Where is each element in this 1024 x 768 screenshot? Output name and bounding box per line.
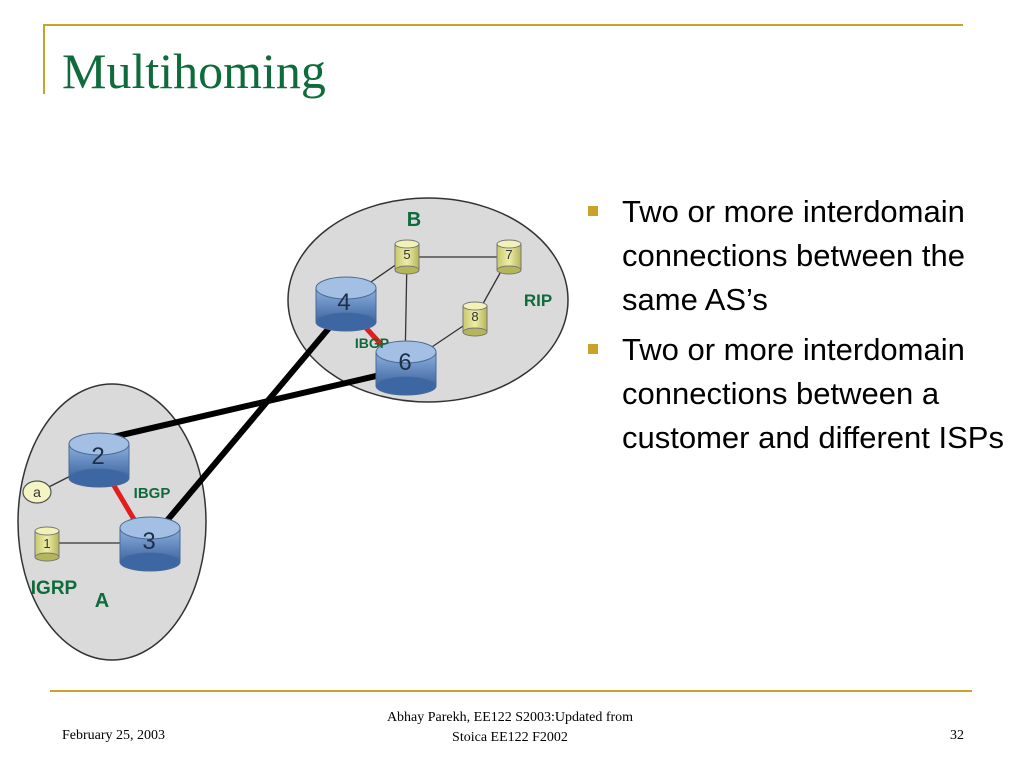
domain-a-ibgp-label: IBGP: [134, 485, 171, 502]
footer-credit-line1: Abhay Parekh, EE122 S2003:Updated from: [386, 710, 634, 725]
footer-credit-line2: Stoica EE122 F2002: [452, 730, 568, 745]
bullet-text: Two or more interdomain connections betw…: [622, 194, 965, 317]
host-a-label: a: [33, 484, 41, 500]
frame-left-rule: [43, 24, 45, 94]
router-2: 2: [68, 432, 130, 488]
domain-b-label: B: [407, 209, 421, 231]
router-3: 3: [119, 516, 181, 572]
node-8-label: 8: [471, 309, 478, 324]
bullet-text: Two or more interdomain connections betw…: [622, 332, 1004, 455]
node-1-label: 1: [43, 536, 50, 551]
interdomain-link-3-4: [162, 313, 343, 525]
domain-a-label: A: [95, 590, 109, 612]
slide-title: Multihoming: [62, 43, 326, 99]
node-7: 7: [496, 239, 522, 275]
domain-b-ibgp-label: IBGP: [355, 335, 389, 351]
footer-date: February 25, 2003: [62, 728, 166, 743]
node-7-label: 7: [505, 247, 512, 262]
domain-a-protocol: IGRP: [31, 578, 78, 599]
host-a: a: [22, 480, 52, 504]
domain-a-ellipse: [17, 383, 207, 661]
bullet-square-icon: [588, 344, 598, 354]
footer-rule: [50, 690, 972, 692]
node-5: 5: [394, 239, 420, 275]
frame-top-rule: [43, 24, 963, 26]
bullet-item: Two or more interdomain connections betw…: [588, 328, 1008, 460]
router-6-label: 6: [398, 349, 411, 376]
router-3-label: 3: [142, 528, 155, 555]
domain-b-protocol: RIP: [524, 291, 552, 310]
bullet-item: Two or more interdomain connections betw…: [588, 190, 1008, 322]
page-number: 32: [950, 728, 964, 743]
node-1: 1: [34, 526, 60, 562]
footer-credit: Abhay Parekh, EE122 S2003:Updated from S…: [350, 708, 670, 748]
bullet-square-icon: [588, 206, 598, 216]
router-4: 4: [315, 276, 377, 332]
router-4-label: 4: [337, 289, 350, 316]
interdomain-link-2-6: [99, 367, 403, 443]
bullet-list: Two or more interdomain connections betw…: [588, 190, 1008, 466]
node-5-label: 5: [403, 247, 410, 262]
router-6: 6: [375, 340, 437, 396]
router-2-label: 2: [91, 443, 104, 470]
node-8: 8: [462, 301, 488, 337]
